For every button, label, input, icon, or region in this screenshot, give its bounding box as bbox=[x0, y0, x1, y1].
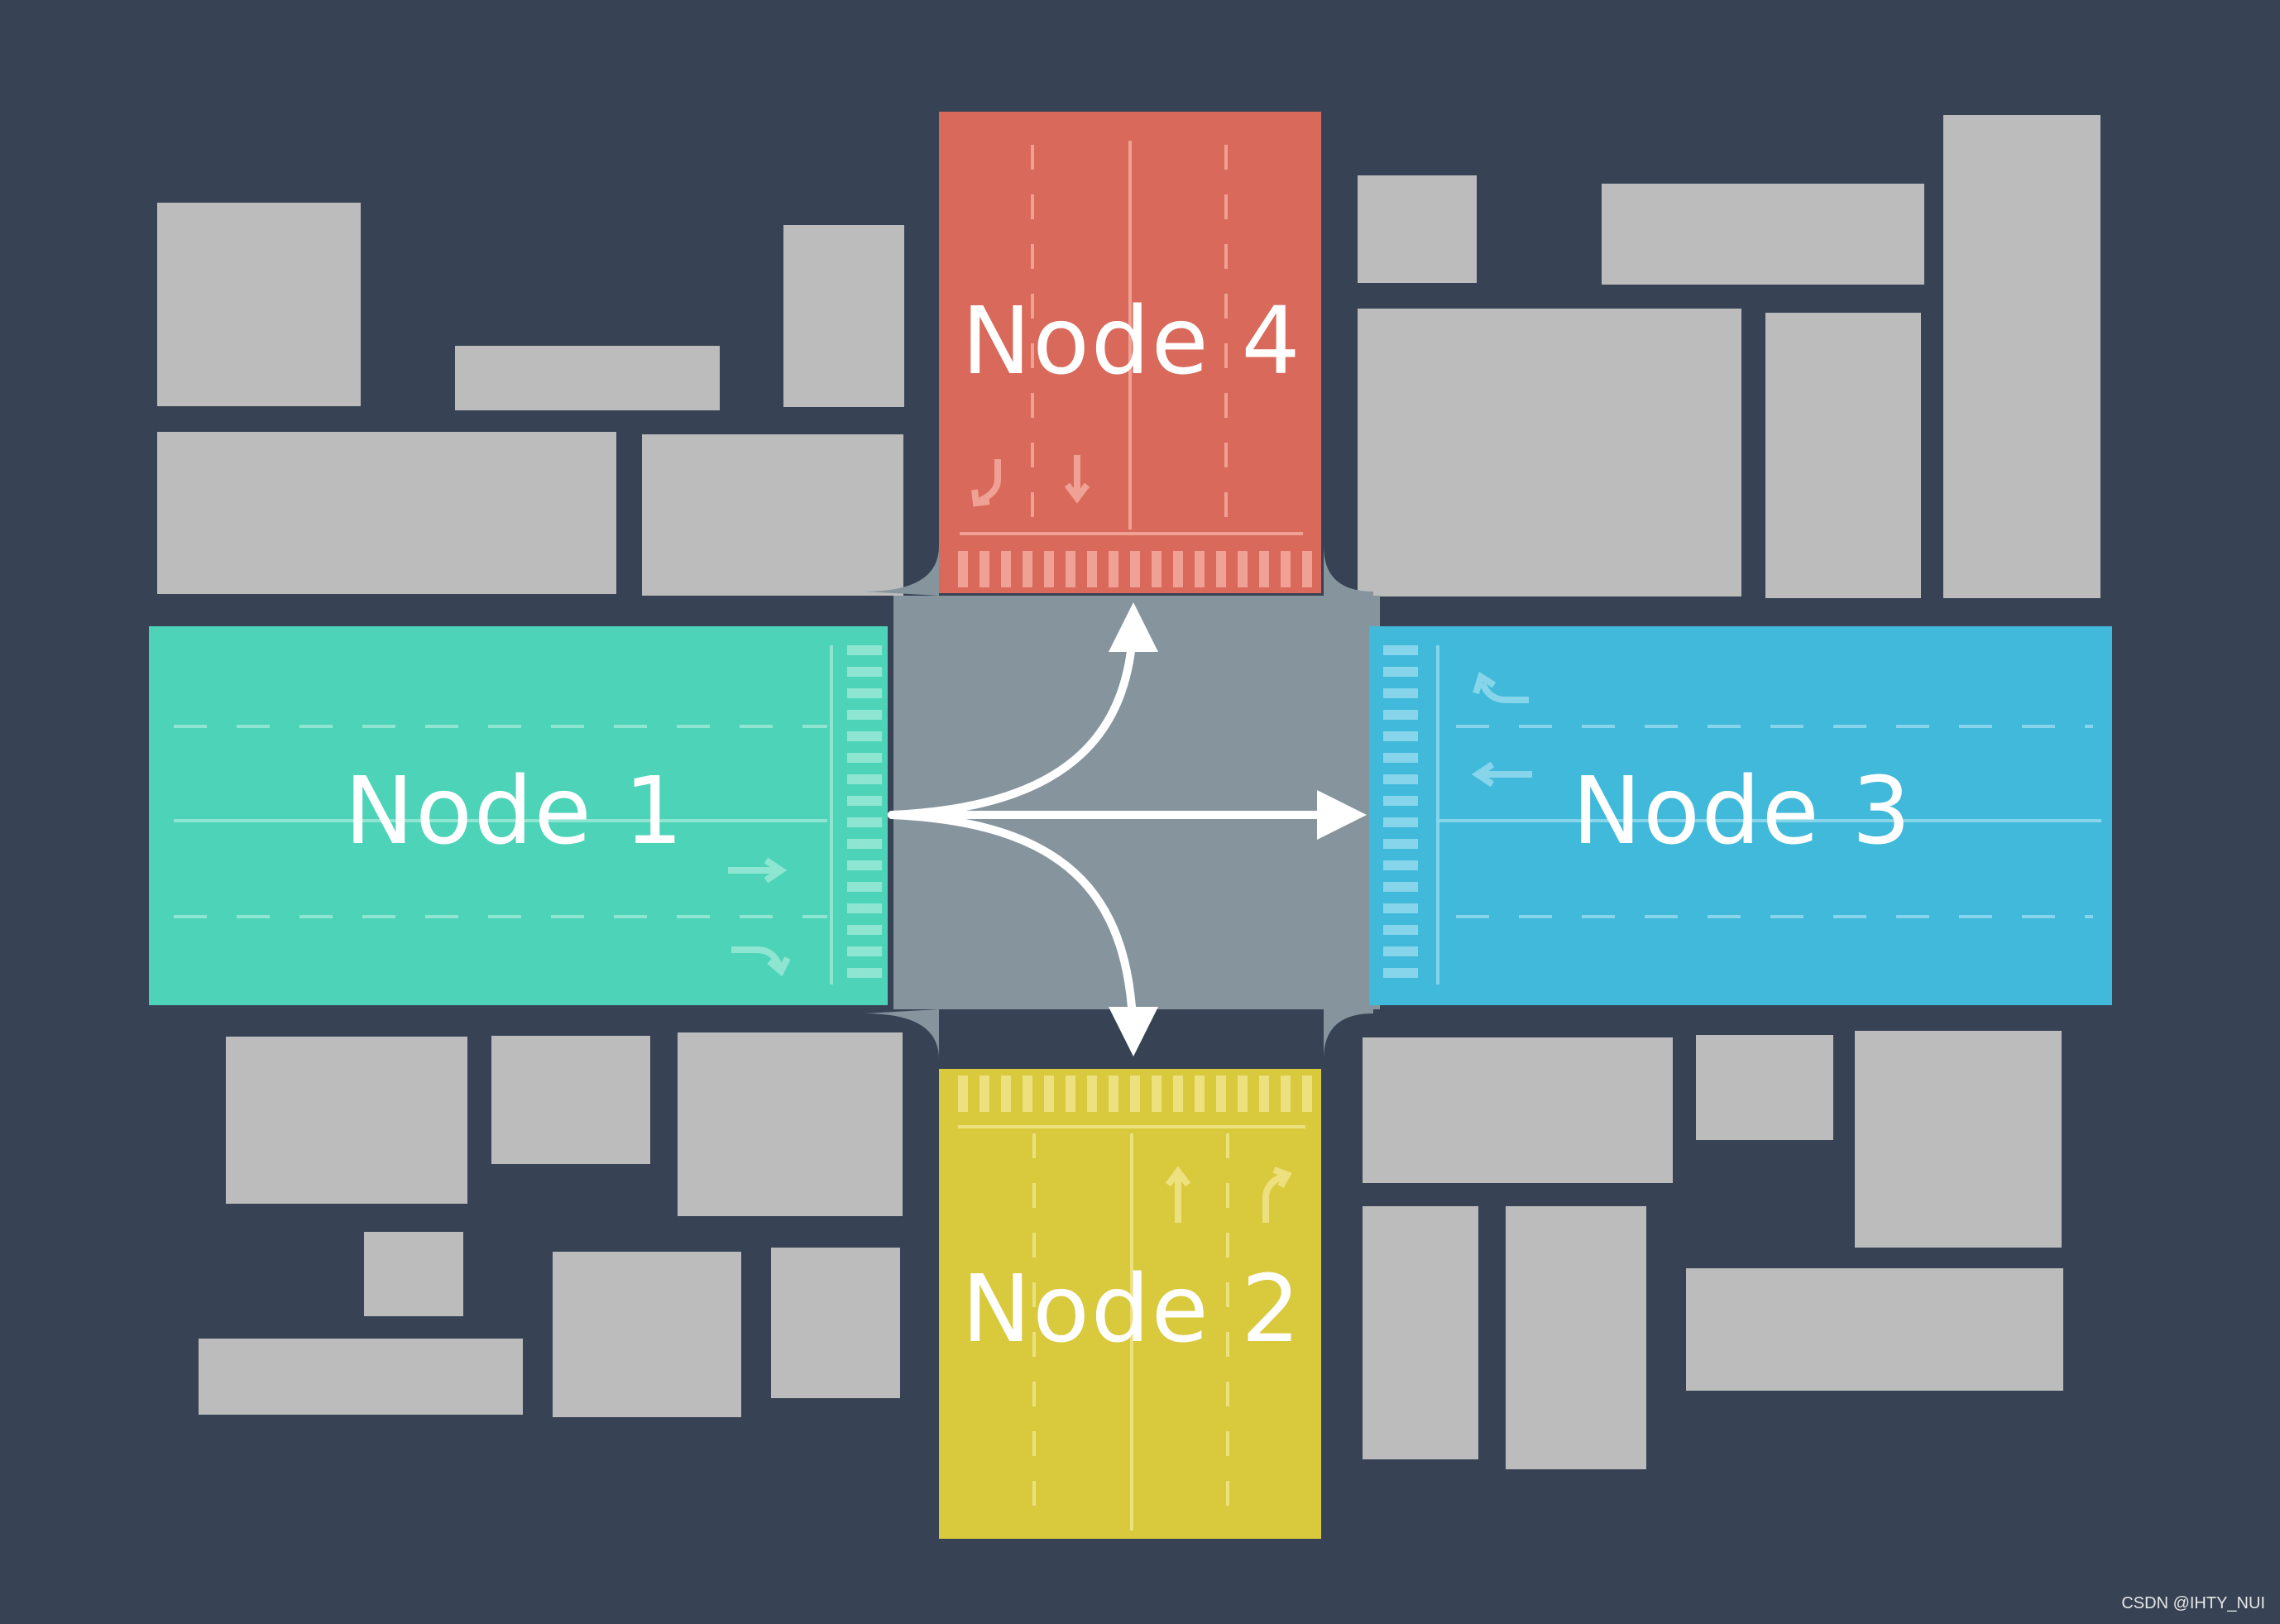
building bbox=[1363, 1037, 1673, 1183]
node-4-crosswalk bbox=[958, 551, 1312, 587]
node-4[interactable]: Node 4 bbox=[939, 112, 1321, 593]
buildings-top-left bbox=[157, 203, 904, 596]
building bbox=[1686, 1268, 2063, 1391]
node-2-label: Node 2 bbox=[961, 1256, 1301, 1363]
watermark: CSDN @IHTY_NUI bbox=[2121, 1594, 2265, 1612]
node-3-lane-arrows bbox=[1471, 671, 1532, 788]
building bbox=[1696, 1035, 1833, 1140]
node-1-lane-arrows bbox=[728, 857, 791, 977]
node-2[interactable]: Node 2 bbox=[939, 1069, 1321, 1539]
buildings-bottom-right bbox=[1363, 1031, 2063, 1469]
building bbox=[157, 203, 361, 406]
building bbox=[1765, 313, 1921, 598]
building bbox=[491, 1036, 650, 1164]
node-1-road bbox=[149, 626, 888, 1005]
building bbox=[1358, 175, 1477, 283]
building bbox=[226, 1037, 467, 1204]
building bbox=[1506, 1206, 1646, 1469]
building bbox=[1363, 1206, 1478, 1459]
building bbox=[199, 1339, 523, 1415]
node-4-lane-markings bbox=[960, 141, 1303, 535]
node-1[interactable]: Node 1 bbox=[149, 626, 888, 1005]
building bbox=[783, 225, 904, 407]
node-1-crosswalk bbox=[847, 645, 882, 978]
node-3[interactable]: Node 3 bbox=[1369, 626, 2112, 1005]
edge-node1-to-node2 bbox=[888, 811, 1158, 1056]
intersection bbox=[865, 546, 1380, 1059]
node-3-crosswalk bbox=[1383, 645, 1418, 978]
node-2-crosswalk bbox=[958, 1075, 1312, 1112]
node-1-lane-markings bbox=[174, 645, 833, 984]
node-2-lane-markings bbox=[958, 1125, 1305, 1531]
node-2-lane-arrows bbox=[1165, 1166, 1292, 1223]
building bbox=[642, 434, 903, 596]
building bbox=[771, 1248, 900, 1398]
node-3-lane-markings bbox=[1436, 645, 2101, 984]
building bbox=[678, 1032, 903, 1216]
edge-node1-to-node4 bbox=[888, 602, 1158, 819]
node-3-label: Node 3 bbox=[1572, 758, 1912, 865]
node-4-lane-arrows bbox=[971, 455, 1090, 507]
building bbox=[1943, 115, 2100, 598]
building bbox=[553, 1252, 741, 1417]
route-arrows bbox=[888, 602, 1367, 1056]
node-4-label: Node 4 bbox=[961, 288, 1301, 395]
building bbox=[364, 1232, 463, 1316]
node-1-label: Node 1 bbox=[344, 758, 684, 865]
building bbox=[1358, 309, 1741, 596]
building bbox=[455, 346, 720, 410]
building bbox=[1602, 184, 1924, 285]
buildings-bottom-left bbox=[199, 1032, 903, 1417]
building bbox=[157, 432, 616, 594]
node-3-road bbox=[1369, 626, 2112, 1005]
buildings-top-right bbox=[1358, 115, 2100, 598]
building bbox=[1855, 1031, 2062, 1248]
